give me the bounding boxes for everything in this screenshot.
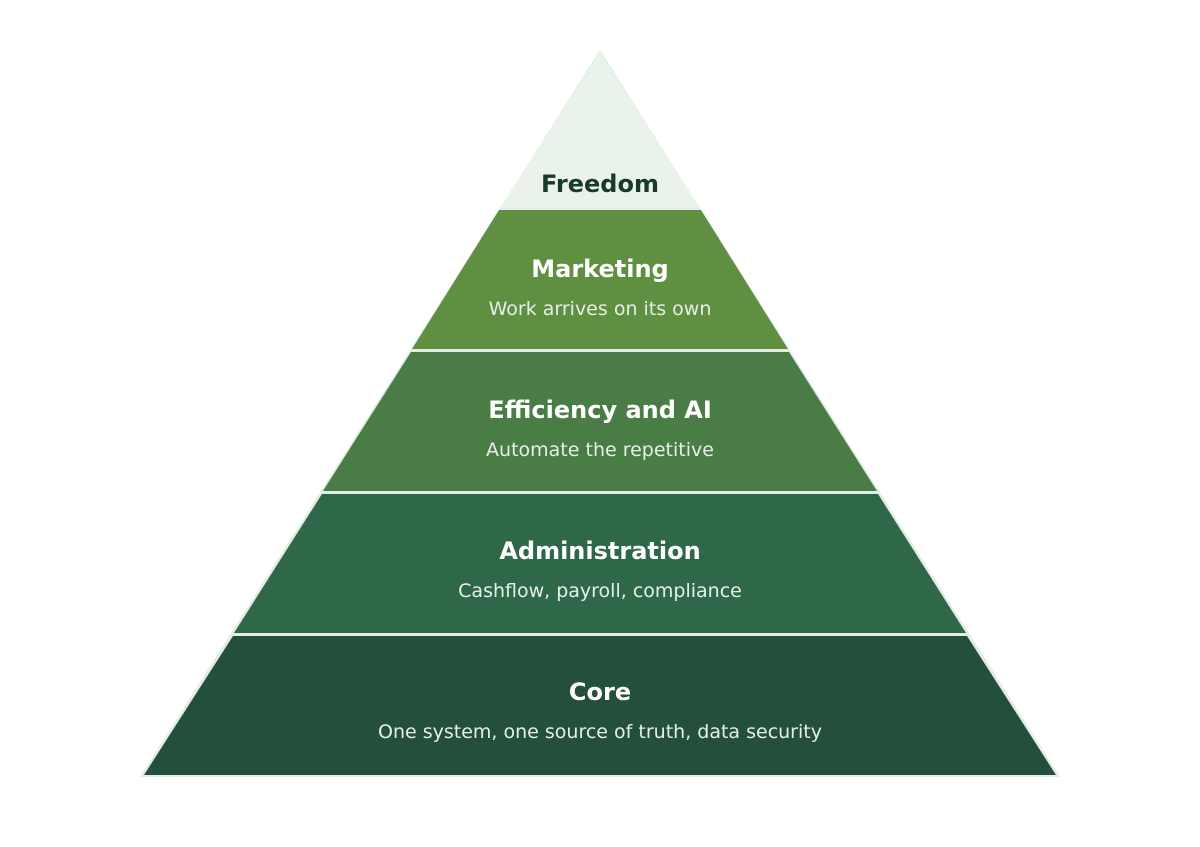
level-marketing-shape: [412, 210, 788, 349]
level-core-shape: [144, 636, 1056, 775]
level-administration-shape: [234, 494, 966, 633]
level-marketing-title: Marketing: [531, 255, 668, 283]
level-efficiency: Efficiency and AI Automate the repetitiv…: [323, 352, 877, 491]
level-freedom-title: Freedom: [541, 170, 659, 198]
level-core-title: Core: [569, 678, 631, 706]
level-administration: Administration Cashflow, payroll, compli…: [234, 494, 966, 633]
level-freedom-shape: [500, 52, 700, 208]
level-core: Core One system, one source of truth, da…: [144, 636, 1056, 775]
level-marketing: Marketing Work arrives on its own: [412, 210, 788, 349]
level-efficiency-title: Efficiency and AI: [488, 396, 712, 424]
level-marketing-subtitle: Work arrives on its own: [489, 298, 712, 320]
level-efficiency-shape: [323, 352, 877, 491]
level-administration-subtitle: Cashflow, payroll, compliance: [458, 580, 742, 602]
level-freedom: Freedom: [500, 52, 700, 208]
level-core-subtitle: One system, one source of truth, data se…: [378, 721, 822, 743]
level-efficiency-subtitle: Automate the repetitive: [486, 439, 714, 461]
level-administration-title: Administration: [499, 537, 700, 565]
